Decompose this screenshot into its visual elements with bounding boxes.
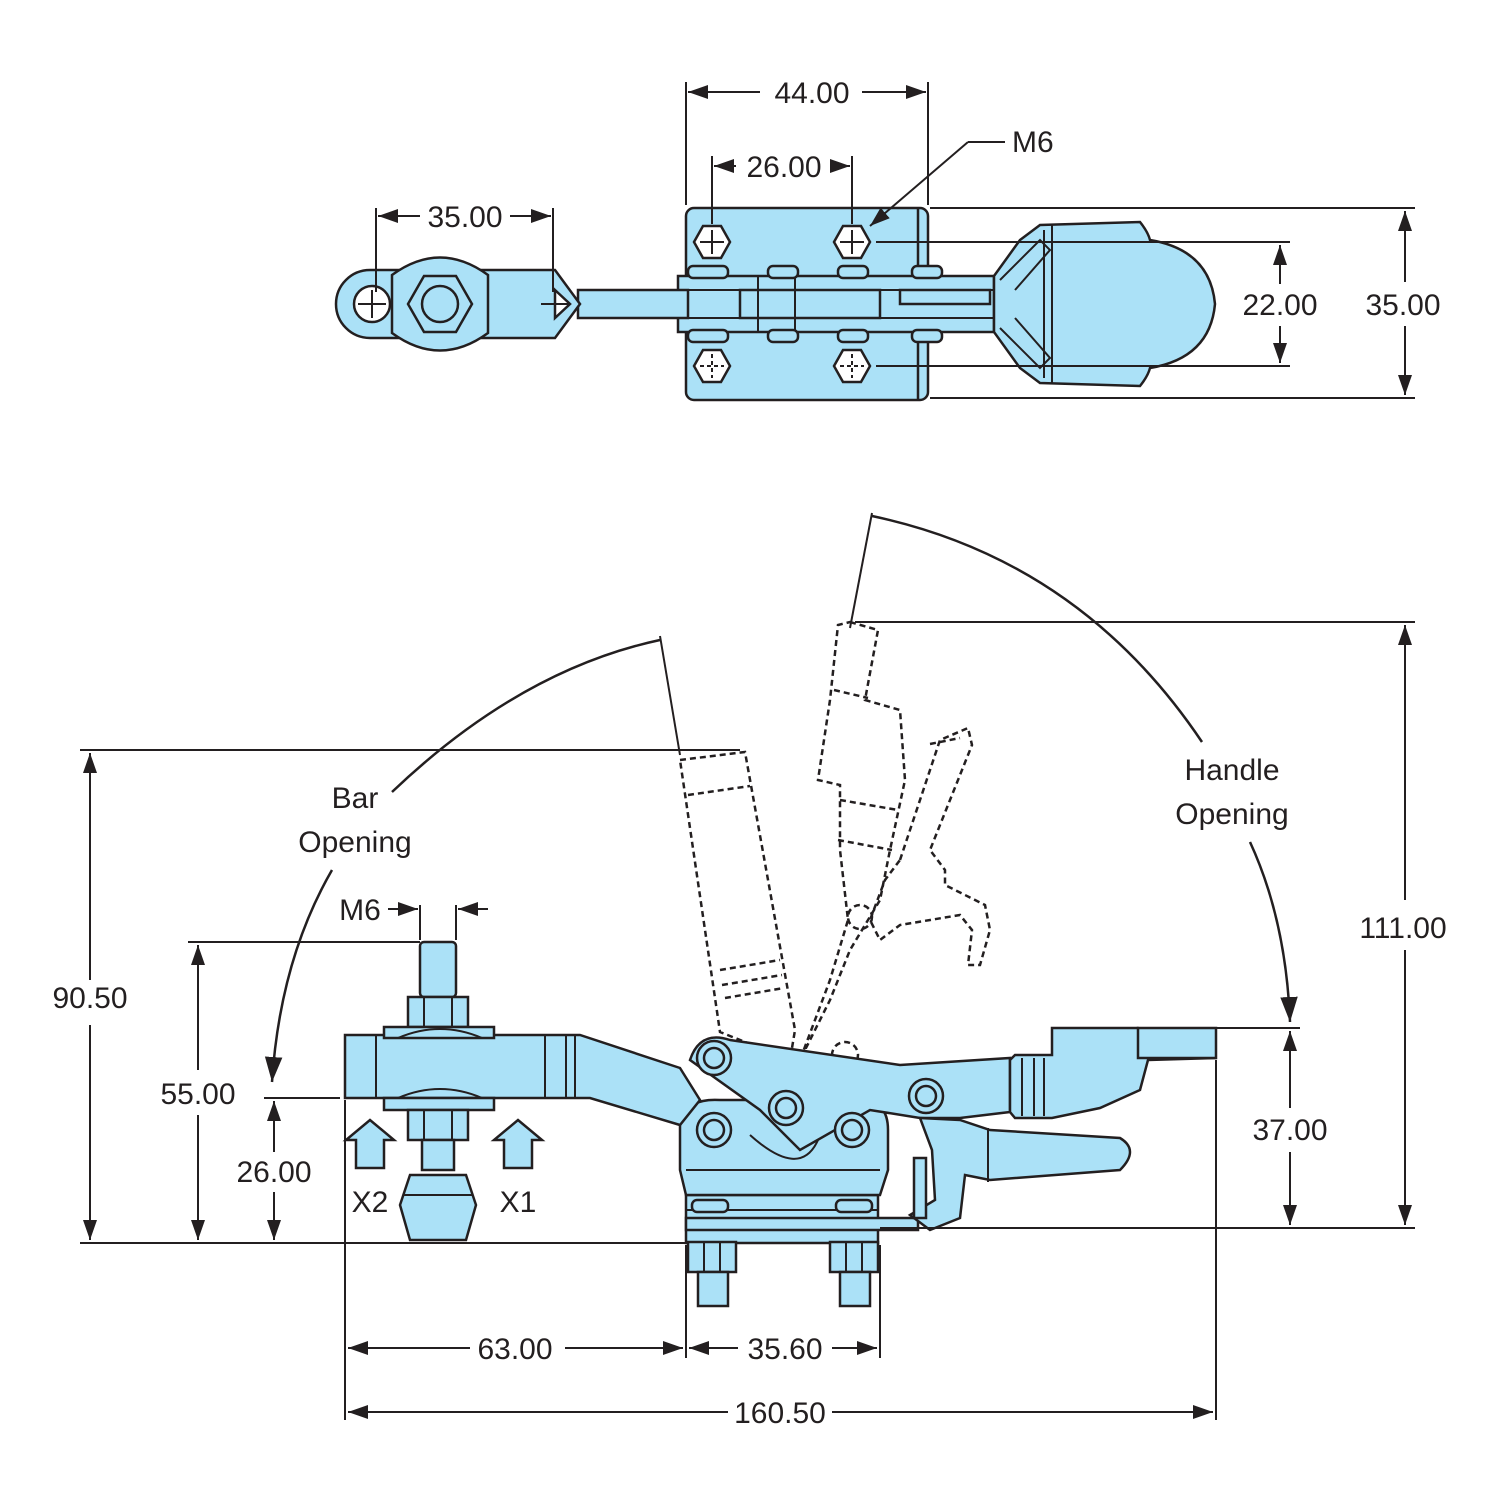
top-view-dimensions [375, 82, 1415, 399]
dim-bar-slot: 35.00 [427, 201, 502, 234]
top-view [334, 206, 1217, 402]
dim-total-height: 90.50 [52, 982, 127, 1015]
dashed-open-positions [678, 620, 992, 1070]
dim-overall-width: 44.00 [774, 77, 849, 110]
dim-hole-spacing-v: 22.00 [1242, 289, 1317, 322]
pivot-pins [695, 1039, 945, 1149]
dim-hole-spacing: 26.00 [746, 151, 821, 184]
bolt-heads-top [692, 224, 872, 384]
bar-opening-label-1: Bar [332, 782, 379, 815]
dim-bar-height: 26.00 [236, 1156, 311, 1189]
base-bolts-side [686, 1240, 880, 1308]
dim-spindle-height: 55.00 [160, 1078, 235, 1111]
bar-opening-arc [391, 638, 661, 793]
thread-label-top: M6 [1012, 126, 1054, 159]
spindle-side [382, 940, 496, 1242]
dim-handle-max: 111.00 [1359, 912, 1446, 945]
handle-opening-label-1: Handle [1184, 754, 1279, 787]
base-side [684, 1193, 920, 1245]
clamp-bar-top [576, 288, 690, 320]
spindle-thread-label: M6 [339, 894, 381, 927]
force-arrow-x1 [490, 1118, 546, 1170]
dim-handle-height: 37.00 [1252, 1114, 1327, 1147]
side-view-dimensions [80, 621, 1415, 1420]
handle-top [992, 220, 1217, 388]
dim-overall-height: 35.00 [1365, 289, 1440, 322]
linkage-side [688, 1036, 1012, 1152]
lock-lever-side [907, 1116, 1132, 1232]
force-label-x1: X1 [500, 1186, 537, 1219]
clamp-bar-side [343, 1033, 702, 1127]
spindle-tip [398, 1173, 478, 1242]
bar-opening-label-2: Opening [298, 826, 411, 859]
force-label-x2: X2 [352, 1186, 389, 1219]
dim-bar-reach: 63.00 [477, 1333, 552, 1366]
handle-opening-arc [871, 514, 1204, 743]
dim-base-holes: 35.60 [747, 1333, 822, 1366]
force-arrow-x2 [342, 1118, 398, 1170]
handle-opening-label-2: Opening [1175, 798, 1288, 831]
dim-total-length: 160.50 [734, 1397, 826, 1430]
